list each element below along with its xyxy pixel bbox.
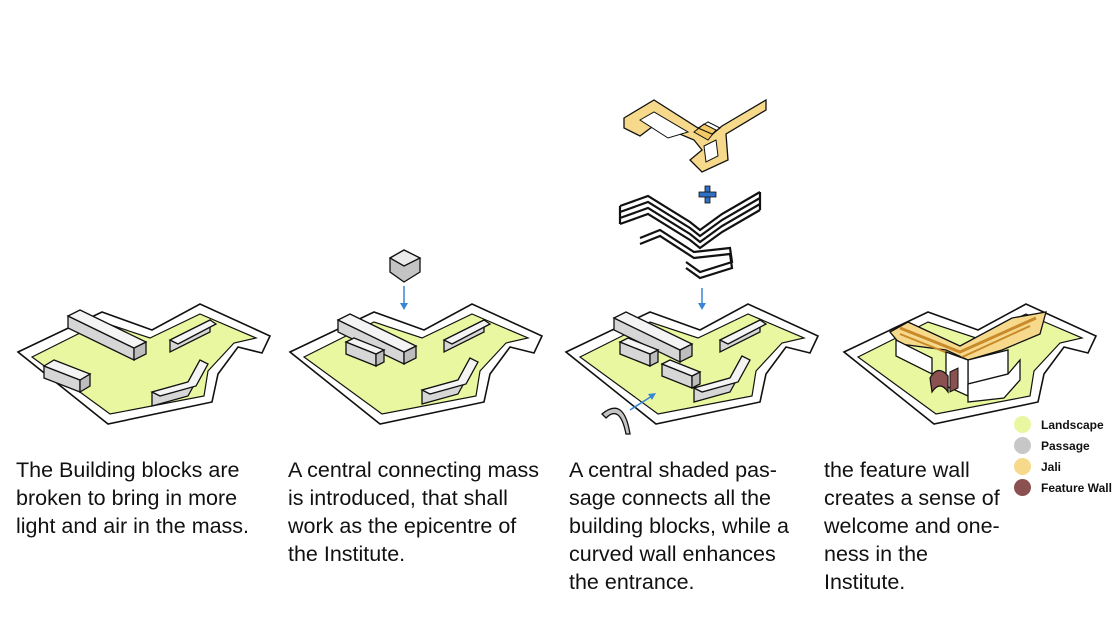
caption-step-4: the feature wall creates a sense of welc…: [824, 458, 1000, 594]
legend: Landscape Passage Jali Feature Wall: [1014, 414, 1112, 498]
connecting-mass: [388, 249, 422, 283]
caption-step-1: The Building blocks are broken to bring …: [16, 458, 250, 538]
down-arrow-icon: [698, 288, 706, 310]
legend-item-passage: Passage: [1014, 435, 1112, 456]
swatch-landscape: [1014, 416, 1031, 433]
entrance-arrow-icon: [629, 393, 656, 411]
swatch-jali: [1014, 458, 1031, 475]
panel-1-site: [17, 303, 271, 425]
plus-icon: [698, 185, 717, 204]
legend-item-jali: Jali: [1014, 456, 1112, 477]
panel-3-site: [565, 303, 819, 425]
swatch-feature-wall: [1014, 479, 1031, 496]
swatch-passage: [1014, 437, 1031, 454]
panel-2-site: [289, 303, 543, 425]
caption-step-3: A central shaded pas- sage connects all …: [569, 458, 789, 594]
down-arrow-icon: [400, 286, 408, 310]
final-massing: [888, 311, 1047, 403]
legend-item-landscape: Landscape: [1014, 414, 1112, 435]
caption-step-2: A central connecting mass is introduced,…: [288, 458, 539, 566]
passage-layer: [618, 191, 762, 280]
curved-entrance-wall: [601, 407, 631, 435]
jali-layer: [623, 98, 767, 173]
legend-item-feature-wall: Feature Wall: [1014, 477, 1112, 498]
